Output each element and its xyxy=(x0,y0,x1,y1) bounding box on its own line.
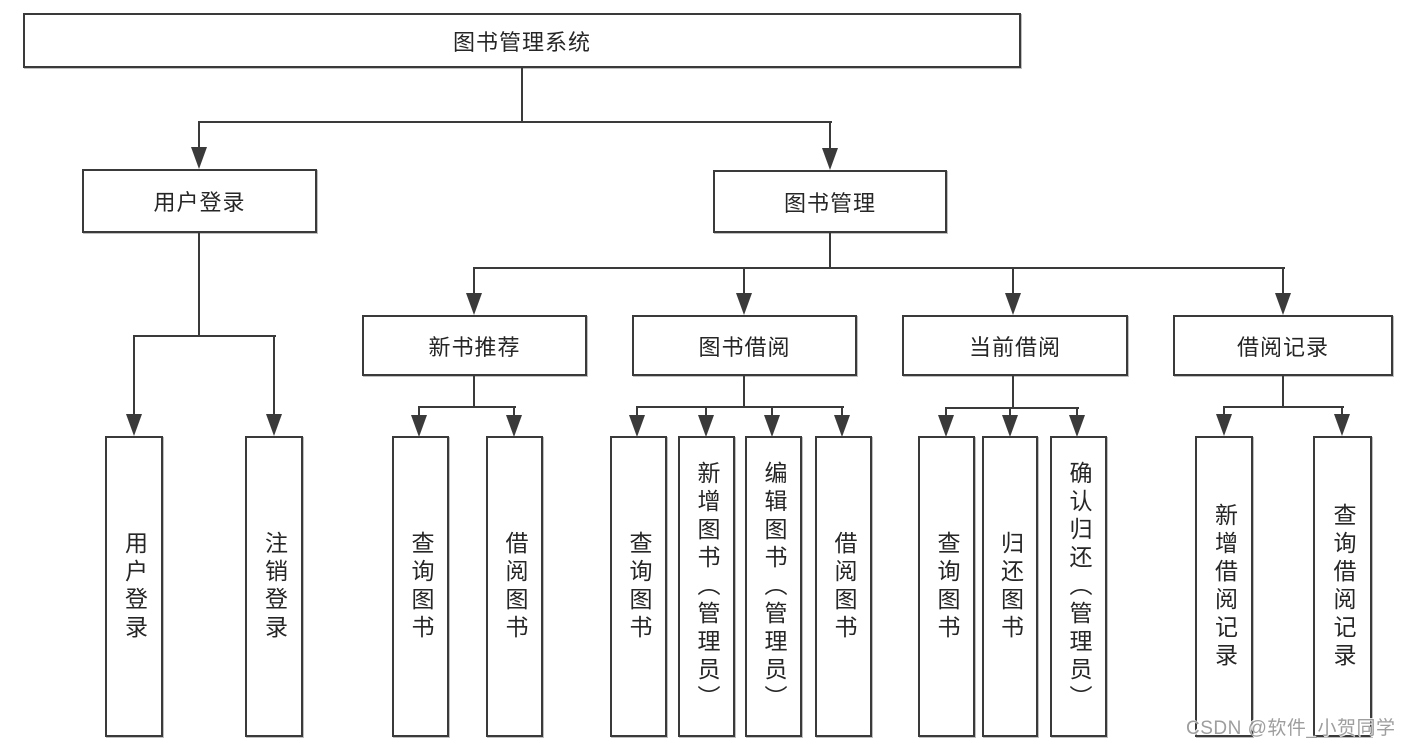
connector-stem-bb-query xyxy=(636,406,638,418)
leaf-current-return: 归还图书 xyxy=(982,436,1038,737)
connector-user-login-split xyxy=(133,335,276,337)
connector-stem-bb-borrow xyxy=(841,406,843,418)
leaf-borrowing-borrow: 借阅图书 xyxy=(815,436,872,737)
arrowhead-book-management xyxy=(822,148,838,170)
connector-stem-cb-query xyxy=(945,407,947,418)
connector-stem-book-borrowing xyxy=(743,267,745,295)
node-library-management-system: 图书管理系统 xyxy=(23,13,1021,68)
leaf-borrowing-add-admin: 新增图书（管理员） xyxy=(678,436,735,737)
arrowhead-bb-query xyxy=(629,415,645,437)
connector-user-login-stem xyxy=(198,231,200,337)
arrowhead-br-add xyxy=(1216,414,1232,436)
node-new-book-recommendation: 新书推荐 xyxy=(362,315,587,376)
connector-stem-borrowing-records xyxy=(1282,267,1284,295)
arrowhead-nb-query xyxy=(411,415,427,437)
connector-stem-nb-query xyxy=(418,406,420,418)
connector-book-management-stem xyxy=(829,231,831,269)
connector-stem-book-management xyxy=(829,121,831,154)
connector-new-books-split xyxy=(418,406,516,408)
leaf-records-query: 查询借阅记录 xyxy=(1313,436,1372,737)
connector-stem-current-borrowing xyxy=(1012,267,1014,295)
arrowhead-cb-confirm xyxy=(1069,415,1085,437)
connector-current-borrowing-stem xyxy=(1012,374,1014,409)
arrowhead-current-borrowing xyxy=(1005,293,1021,315)
connector-stem-bb-edit xyxy=(771,406,773,418)
connector-stem-leaf-login xyxy=(133,335,135,417)
csdn-watermark: CSDN @软件_小贺同学 xyxy=(1186,718,1396,739)
leaf-borrowing-edit-admin: 编辑图书（管理员） xyxy=(745,436,802,737)
arrowhead-bb-borrow xyxy=(834,415,850,437)
arrowhead-book-borrowing xyxy=(736,293,752,315)
leaf-current-confirm-return-admin: 确认归还（管理员） xyxy=(1050,436,1107,737)
connector-current-borrowing-split xyxy=(945,407,1079,409)
arrowhead-nb-borrow xyxy=(506,415,522,437)
node-book-management: 图书管理 xyxy=(713,170,947,233)
arrowhead-borrowing-records xyxy=(1275,293,1291,315)
connector-stem-cb-confirm xyxy=(1076,407,1078,418)
leaf-records-add: 新增借阅记录 xyxy=(1195,436,1253,737)
arrowhead-br-query xyxy=(1334,414,1350,436)
leaf-borrowing-query: 查询图书 xyxy=(610,436,667,737)
node-borrowing-records: 借阅记录 xyxy=(1173,315,1393,376)
arrowhead-new-books xyxy=(466,293,482,315)
connector-stem-br-add xyxy=(1223,406,1225,418)
node-current-borrowing: 当前借阅 xyxy=(902,315,1128,376)
arrowhead-leaf-login xyxy=(126,414,142,436)
connector-stem-cb-return xyxy=(1009,407,1011,418)
arrowhead-cb-return xyxy=(1002,415,1018,437)
node-user-login: 用户登录 xyxy=(82,169,317,233)
arrowhead-bb-edit xyxy=(764,415,780,437)
arrowhead-bb-add xyxy=(698,415,714,437)
connector-stem-new-books xyxy=(473,267,475,295)
connector-new-books-stem xyxy=(473,374,475,408)
connector-book-borrowing-split xyxy=(636,406,844,408)
leaf-new-books-query: 查询图书 xyxy=(392,436,449,737)
connector-borrowing-records-stem xyxy=(1282,374,1284,408)
connector-root-split xyxy=(198,121,832,123)
connector-stem-br-query xyxy=(1341,406,1343,418)
connector-stem-leaf-logout xyxy=(273,335,275,417)
leaf-new-books-borrow: 借阅图书 xyxy=(486,436,543,737)
connector-book-borrowing-stem xyxy=(743,374,745,408)
connector-root-stem xyxy=(521,66,523,123)
leaf-logout: 注销登录 xyxy=(245,436,303,737)
connector-stem-bb-add xyxy=(705,406,707,418)
connector-book-management-split xyxy=(473,267,1285,269)
arrowhead-cb-query xyxy=(938,415,954,437)
connector-stem-user-login xyxy=(198,121,200,153)
arrowhead-leaf-logout xyxy=(266,414,282,436)
node-book-borrowing: 图书借阅 xyxy=(632,315,857,376)
connector-stem-nb-borrow xyxy=(513,406,515,418)
leaf-user-login: 用户登录 xyxy=(105,436,163,737)
connector-borrowing-records-split xyxy=(1223,406,1344,408)
leaf-current-query: 查询图书 xyxy=(918,436,975,737)
arrowhead-user-login xyxy=(191,147,207,169)
